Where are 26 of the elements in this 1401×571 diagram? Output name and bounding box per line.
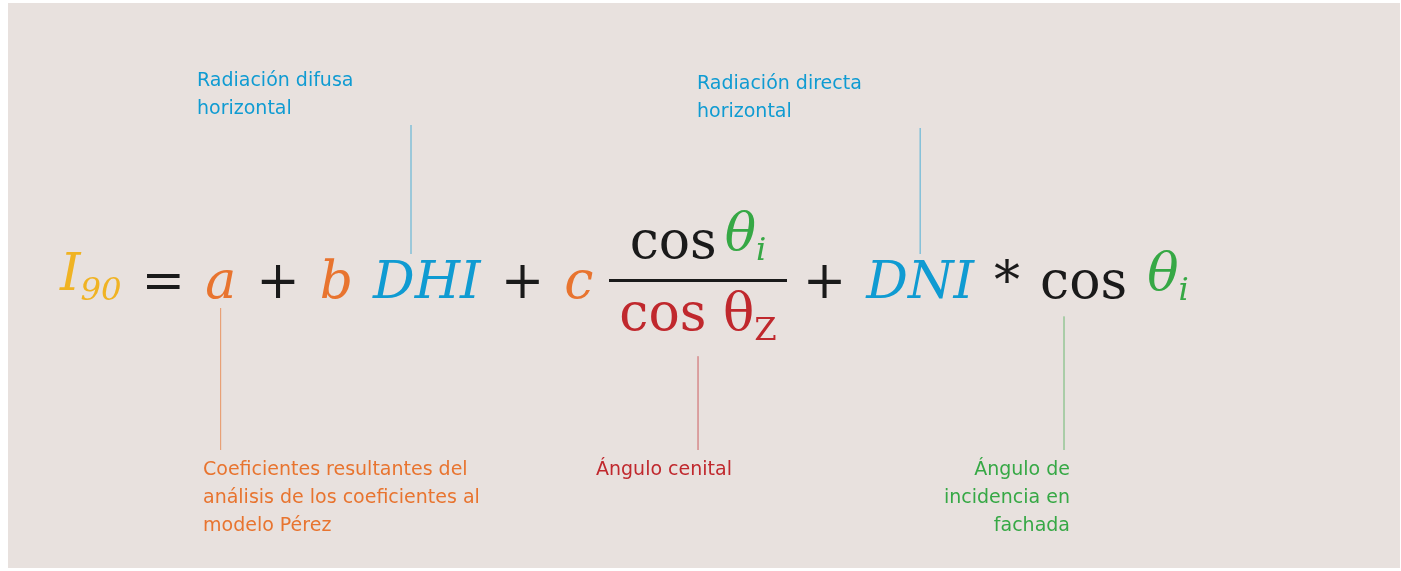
plus-sign: + [256, 250, 300, 310]
angle-symbol: θ$_{i}$ [1147, 241, 1189, 319]
coefficient: c [564, 250, 594, 310]
leader-line [919, 127, 921, 255]
denominator-term: cos θ$_{Z}$ [619, 281, 777, 359]
leader-line [697, 355, 699, 451]
annotation-text: Ángulo cenital [596, 454, 796, 482]
variable: I$_{90}$ [60, 241, 122, 310]
annotation-text: Ángulo de incidencia en fachada [920, 454, 1070, 538]
function-name: cos [1040, 250, 1128, 310]
coefficient: b [319, 250, 354, 310]
plus-sign: + [802, 250, 847, 310]
variable: DNI [866, 250, 974, 310]
function-name: cos [629, 210, 717, 271]
multiplication-sign: * [994, 250, 1020, 310]
annotation-text: Radiación directa horizontal [697, 68, 927, 124]
variable: DHI [373, 250, 481, 310]
leader-line [410, 124, 412, 255]
annotation-text: Coeficientes resultantes del análisis de los coeficientes al modelo Pérez [203, 454, 503, 538]
coefficient: a [205, 250, 237, 310]
leader-line [220, 307, 222, 451]
annotation-text: Radiación difusa horizontal [197, 65, 417, 121]
plus-sign: + [500, 250, 545, 310]
equals-sign: = [141, 250, 186, 310]
leader-line [1063, 315, 1065, 451]
angle-symbol: θ$_{i}$ [724, 201, 767, 270]
